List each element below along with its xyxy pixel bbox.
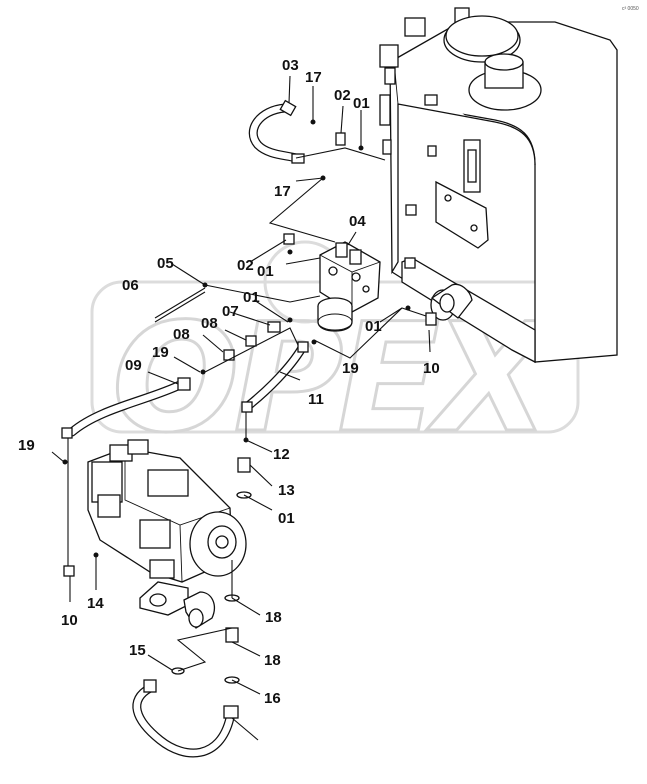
label-06: 06 — [122, 277, 139, 294]
corner-code: с³ 0050 — [622, 6, 639, 12]
label-17-mid: 17 — [274, 183, 291, 200]
label-10-right: 10 — [423, 360, 440, 377]
label-17-top: 17 — [305, 69, 322, 86]
label-01-mid: 01 — [257, 263, 274, 280]
valve-block — [317, 241, 381, 332]
label-08-lower: 08 — [173, 326, 190, 343]
label-04: 04 — [349, 213, 366, 230]
hoses — [67, 103, 307, 758]
label-18-left: 15 — [129, 642, 146, 659]
label-13: 01 — [278, 510, 295, 527]
marker-dots — [62, 119, 411, 558]
label-05: 05 — [157, 255, 174, 272]
label-11: 11 — [308, 391, 324, 408]
label-12: 13 — [278, 482, 295, 499]
label-19-upper: 19 — [152, 344, 169, 361]
leader-lines — [51, 75, 431, 741]
part-labels: 03 17 02 01 04 17 05 02 01 06 01 07 08 0… — [18, 57, 440, 707]
label-15: 18 — [264, 652, 281, 669]
label-01-top: 01 — [353, 95, 370, 112]
label-19-left: 19 — [18, 437, 35, 454]
hydraulic-tank — [379, 7, 618, 364]
label-01-valve: 01 — [243, 289, 260, 306]
label-19-mid: 19 — [342, 360, 359, 377]
label-14: 18 — [265, 609, 282, 626]
label-01-pump: 14 — [87, 595, 104, 612]
hydraulic-pump — [87, 439, 247, 629]
label-02-mid: 02 — [237, 257, 254, 274]
label-10-left: 10 — [61, 612, 78, 629]
label-01-right: 01 — [365, 318, 382, 335]
label-08-upper: 08 — [201, 315, 218, 332]
label-18-right: 16 — [264, 690, 281, 707]
label-09: 09 — [125, 357, 142, 374]
label-07: 07 — [222, 303, 239, 320]
label-19-lower: 12 — [273, 446, 290, 463]
label-03-top: 03 — [282, 57, 299, 74]
label-02-top: 02 — [334, 87, 351, 104]
